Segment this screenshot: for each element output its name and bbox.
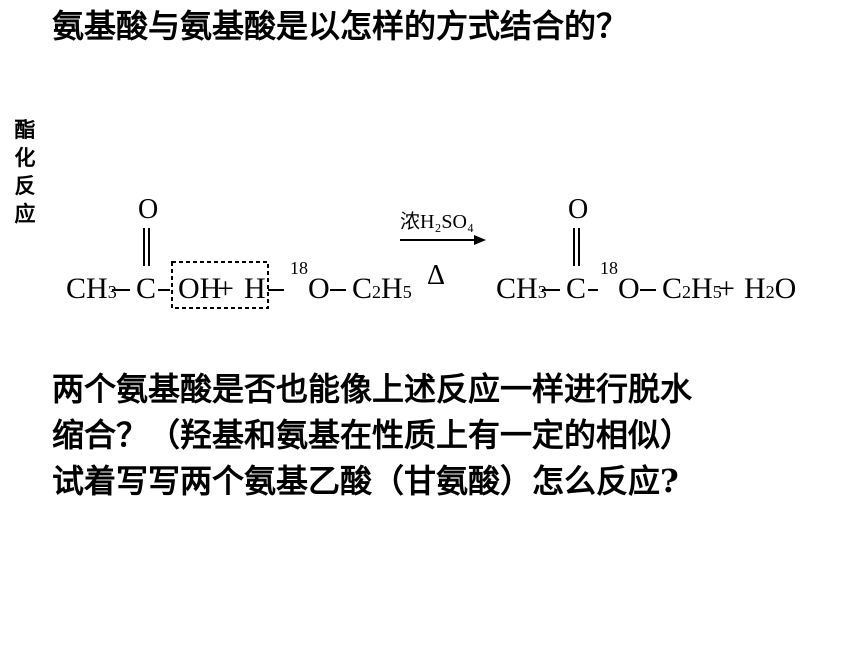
eq-water: H2O — [744, 272, 796, 305]
eq-left-carbon: C — [136, 272, 156, 305]
esterification-equation: CH3 C O OH + H 18 O C2H5 浓H₂SO₄ Δ CH3 C … — [66, 194, 796, 309]
eq-left-ethyl: C2H5 — [352, 272, 412, 305]
eq-right-plus: + — [718, 272, 735, 305]
eq-left-carbonyl-o: O — [138, 194, 158, 225]
side-label-char: 应 — [14, 202, 36, 226]
page-title: 氨基酸与氨基酸是以怎样的方式结合的？ — [52, 7, 629, 45]
question-block: 两个氨基酸是否也能像上述反应一样进行脱水 缩合？（羟基和氨基在性质上有一定的相似… — [52, 366, 692, 504]
eq-condition-heat: Δ — [427, 260, 445, 291]
eq-right-isotope-o: O — [618, 272, 640, 305]
eq-right-carbonyl-o: O — [568, 194, 588, 225]
side-label-esterification: 酯 化 反 应 — [12, 116, 38, 228]
eq-right-ethyl: C2H5 — [662, 272, 722, 305]
side-label-char: 酯 — [14, 118, 36, 142]
eq-reaction-arrow-head — [474, 235, 486, 245]
eq-left-plus: + — [217, 272, 234, 305]
eq-right-carbon: C — [566, 272, 586, 305]
eq-left-ch3: CH3 — [66, 272, 117, 305]
question-line: 两个氨基酸是否也能像上述反应一样进行脱水 — [52, 370, 693, 408]
eq-hydroxyl: OH — [178, 272, 221, 305]
side-label-char: 反 — [14, 174, 36, 198]
eq-removed-water-box — [171, 261, 269, 309]
eq-condition-catalyst: 浓H₂SO₄ — [400, 210, 474, 233]
question-line: 试着写写两个氨基乙酸（甘氨酸）怎么反应? — [52, 462, 679, 500]
eq-right-ch3: CH3 — [496, 272, 547, 305]
eq-right-isotope-mass: 18 — [600, 258, 618, 278]
eq-left-isotope-mass: 18 — [290, 258, 308, 278]
question-line: 缩合？（羟基和氨基在性质上有一定的相似） — [52, 416, 693, 454]
eq-left-isotope-o: O — [308, 272, 330, 305]
side-label-char: 化 — [14, 146, 36, 170]
eq-hydrogen: H — [244, 272, 266, 305]
